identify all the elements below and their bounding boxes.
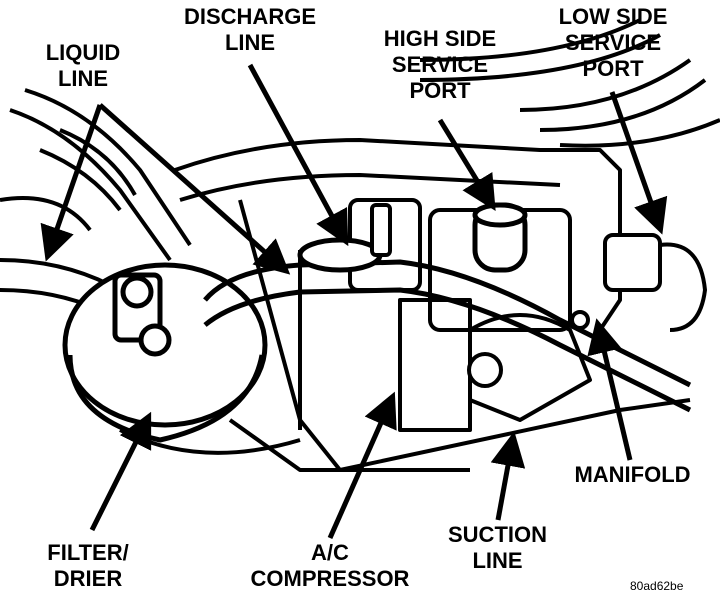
figure-code: 80ad62be	[630, 579, 684, 593]
discharge-line-pipe	[203, 237, 692, 413]
arrow-ac-compressor	[327, 391, 397, 540]
high-side-port-cap	[472, 202, 528, 273]
arrow-manifold	[587, 318, 633, 461]
label-liquid-line: LIQUID LINE	[45, 40, 121, 91]
callout-arrows	[40, 63, 668, 540]
filter-drier-body	[62, 262, 268, 443]
label-high-side-service-port: HIGH SIDE SERVICE PORT	[383, 26, 497, 103]
label-discharge-line: DISCHARGE LINE	[183, 4, 316, 55]
label-ac-compressor: A/C COMPRESSOR	[250, 540, 410, 591]
arrow-discharge-line	[247, 63, 349, 247]
arrow-suction-line	[490, 431, 526, 521]
arrow-high-side-port	[437, 118, 496, 211]
arrow-low-side-port	[609, 91, 668, 235]
label-manifold: MANIFOLD	[574, 462, 691, 487]
wiring-harness	[0, 88, 192, 262]
arrow-filter-drier	[89, 411, 152, 532]
arrow-liquid-line-a	[40, 104, 103, 262]
label-suction-line: SUCTION LINE	[448, 522, 547, 573]
arrow-liquid-line-b	[98, 103, 291, 275]
label-filter-drier: FILTER/ DRIER	[47, 540, 129, 591]
compressor-fitting	[370, 203, 392, 257]
low-side-port-fitting	[603, 233, 708, 332]
manifold-bolts	[467, 310, 590, 388]
label-low-side-service-port: LOW SIDE SERVICE PORT	[558, 4, 668, 81]
